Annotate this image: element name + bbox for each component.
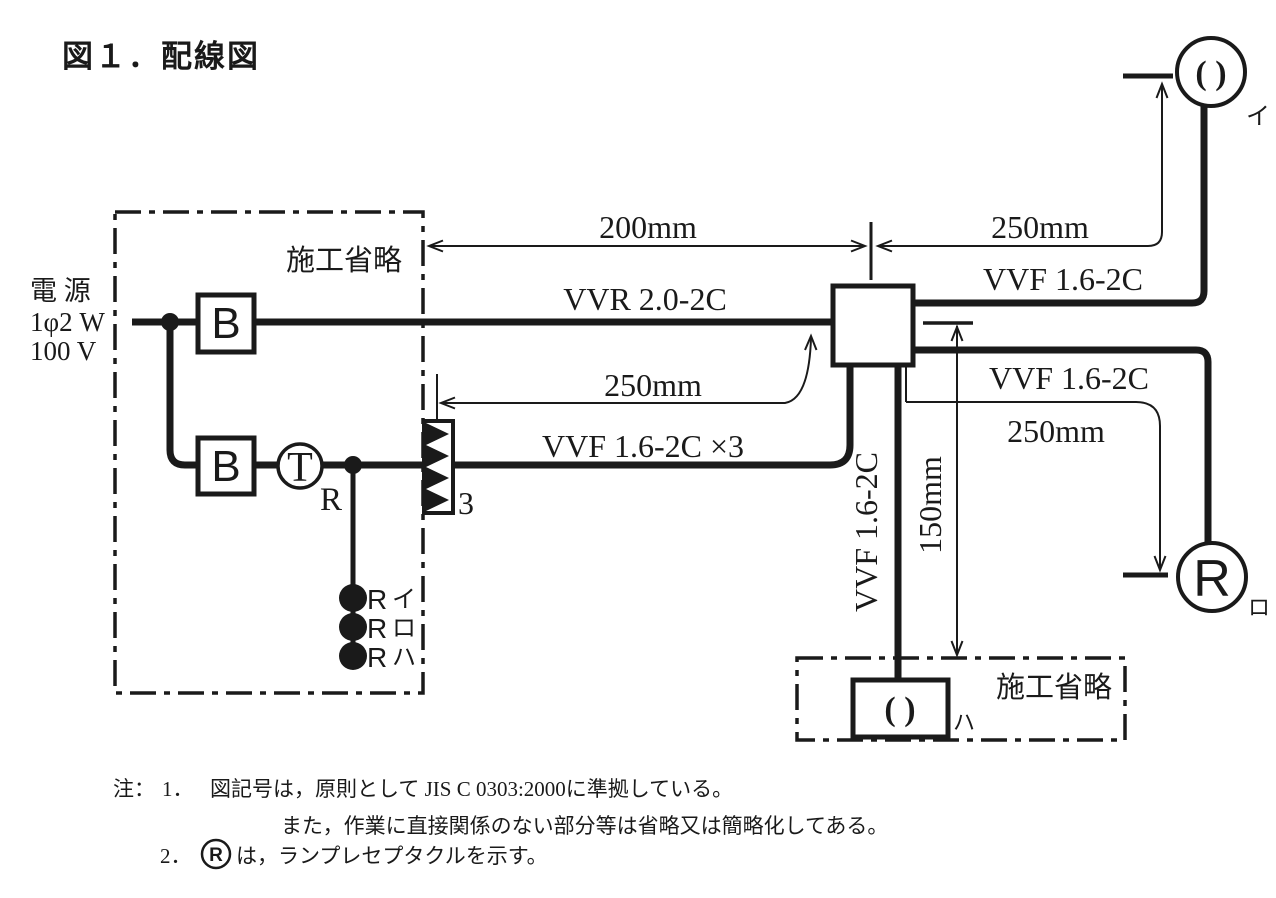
lamp-receptacle-ro-symbol	[1176, 541, 1248, 613]
remote-switch-ha-kana: ハ	[392, 645, 416, 671]
arrow-up-250mm-mid	[804, 333, 818, 351]
dimension-200mm-label: 200mm	[599, 209, 697, 245]
wire-vvf-x3-run	[451, 365, 854, 469]
power-source-voltage: 100 V	[30, 336, 97, 366]
remote-switch-ha-dot	[339, 642, 367, 670]
remote-switch-ro-letter: R	[367, 613, 387, 644]
relay-triangle-2	[426, 445, 449, 467]
note2-receptacle-letter: R	[209, 845, 223, 866]
ceiling-fixture-ha-glyph: ( )	[884, 691, 915, 728]
cable-vvf-ha-label: VVF 1.6-2C	[848, 452, 884, 612]
transformer-subscript: R	[320, 482, 342, 518]
dimension-250mm-i-label: 250mm	[991, 209, 1089, 245]
cable-vvf-i-label: VVF 1.6-2C	[983, 261, 1143, 297]
breaker-top-letter: B	[211, 299, 240, 348]
breaker-bottom-symbol	[195, 435, 257, 497]
dimension-250mm-ro-label: 250mm	[1007, 413, 1105, 449]
note2-receptacle-icon	[200, 838, 232, 870]
junction-dot-switch-branch	[344, 456, 362, 474]
omitted-area-left-label: 施工省略	[286, 244, 402, 277]
wire-source-branch-down	[166, 322, 198, 469]
note1-line1: 図記号は，原則として JIS C 0303:2000に準拠している。	[210, 777, 733, 801]
note1-number: 1．	[162, 777, 194, 801]
lamp-ha-label: ハ	[953, 710, 975, 735]
remote-switch-i-kana: イ	[392, 587, 416, 613]
arrow-up-250mm-i	[1155, 81, 1169, 99]
note2-number: 2．	[160, 844, 192, 868]
terminal-block-pole-count: 3	[458, 485, 474, 521]
dimension-line-250mm-i	[878, 86, 1163, 247]
cable-vvr-label: VVR 2.0-2C	[563, 281, 727, 317]
arrow-left-200mm	[426, 239, 444, 253]
wire-to-lamp-i	[913, 106, 1208, 307]
remote-switch-i-letter: R	[367, 584, 387, 615]
notes-prefix: 注：	[113, 777, 155, 801]
relay-triangle-3	[426, 467, 449, 489]
power-source-phase: 1φ2 W	[30, 307, 105, 337]
arrow-left-250mm-i	[875, 239, 893, 253]
lamp-receptacle-ro-letter: R	[1193, 550, 1231, 608]
breaker-bottom-letter: B	[211, 442, 240, 491]
remote-switch-i-dot	[339, 584, 367, 612]
remote-switch-ha-letter: R	[367, 642, 387, 673]
lamp-i-label: イ	[1246, 104, 1270, 130]
power-source-name: 電 源	[30, 276, 91, 306]
lamp-ro-label: ロ	[1248, 595, 1270, 620]
ceiling-rosette-i-symbol	[1175, 36, 1247, 108]
transformer-symbol	[276, 442, 324, 490]
relay-triangle-4	[426, 489, 449, 511]
arrow-down-250mm-ro	[1153, 555, 1167, 573]
arrow-left-250mm-mid	[438, 396, 456, 410]
dimension-line-250mm-ro	[906, 401, 1161, 570]
cable-vvf-ro-label: VVF 1.6-2C	[989, 360, 1149, 396]
arrow-down-150mm	[950, 640, 964, 658]
page-title: 図１．配線図	[62, 39, 260, 74]
ceiling-rosette-i-glyph: ( )	[1195, 55, 1226, 92]
omitted-area-bottom-label: 施工省略	[996, 671, 1112, 704]
arrow-right-200mm	[850, 239, 868, 253]
note1-line2: また，作業に直接関係のない部分等は省略又は簡略化してある。	[281, 814, 888, 838]
omitted-area-bottom-box	[795, 656, 1127, 742]
ceiling-fixture-ha-symbol	[850, 677, 951, 740]
transformer-letter: T	[287, 445, 313, 491]
remote-switch-ro-kana: ロ	[392, 616, 416, 642]
note2-text: は，ランプレセプタクルを示す。	[236, 844, 548, 868]
dimension-250mm-mid-label: 250mm	[604, 367, 702, 403]
breaker-top-symbol	[195, 292, 257, 355]
junction-box	[830, 283, 916, 368]
junction-dot-source	[161, 313, 179, 331]
relay-triangle-1	[426, 423, 449, 445]
dimension-line-250mm-mid	[441, 337, 812, 404]
wire-to-lamp-ro	[913, 346, 1212, 545]
arrow-up-150mm	[950, 324, 964, 342]
cable-vvf-x3-label: VVF 1.6-2C ×3	[542, 428, 744, 464]
dimension-150mm-label: 150mm	[912, 456, 948, 554]
remote-switch-ro-dot	[339, 613, 367, 641]
